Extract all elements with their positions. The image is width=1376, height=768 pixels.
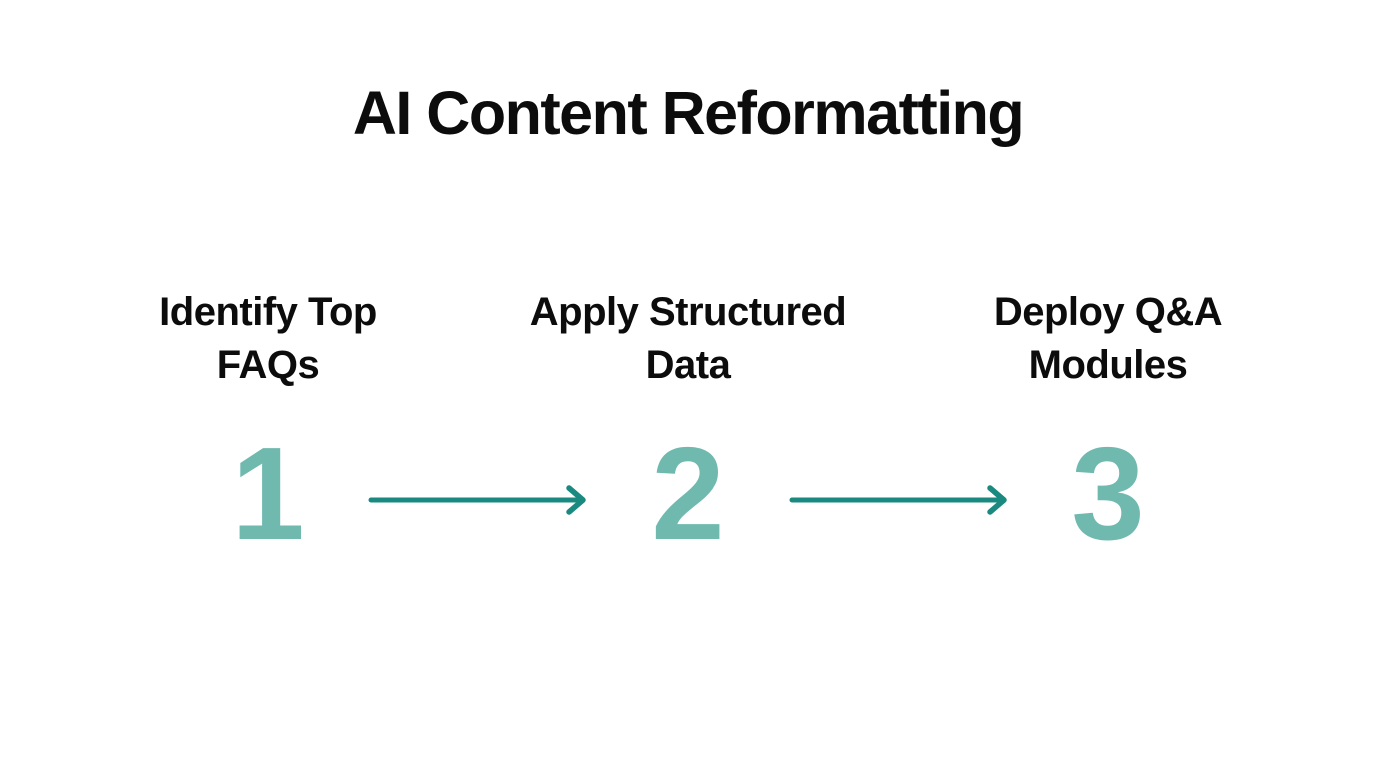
step-label: Apply Structured Data bbox=[529, 290, 847, 387]
step-number: 2 bbox=[651, 419, 725, 567]
step-label: Identify Top FAQs bbox=[159, 290, 377, 387]
step-label: Deploy Q&A Modules bbox=[993, 290, 1223, 387]
right-arrow-icon bbox=[368, 484, 590, 516]
step-number: 3 bbox=[1071, 419, 1145, 567]
step-deploy-qa-modules: Deploy Q&A Modules 3 bbox=[898, 286, 1318, 560]
step-apply-structured-data: Apply Structured Data 2 bbox=[478, 286, 898, 560]
right-arrow-icon bbox=[789, 484, 1011, 516]
page-title: AI Content Reformatting bbox=[352, 79, 1025, 147]
step-number: 1 bbox=[231, 419, 305, 567]
steps-row: Identify Top FAQs 1 Apply Structured Dat… bbox=[0, 286, 1376, 560]
step-identify-top-faqs: Identify Top FAQs 1 bbox=[58, 286, 478, 560]
